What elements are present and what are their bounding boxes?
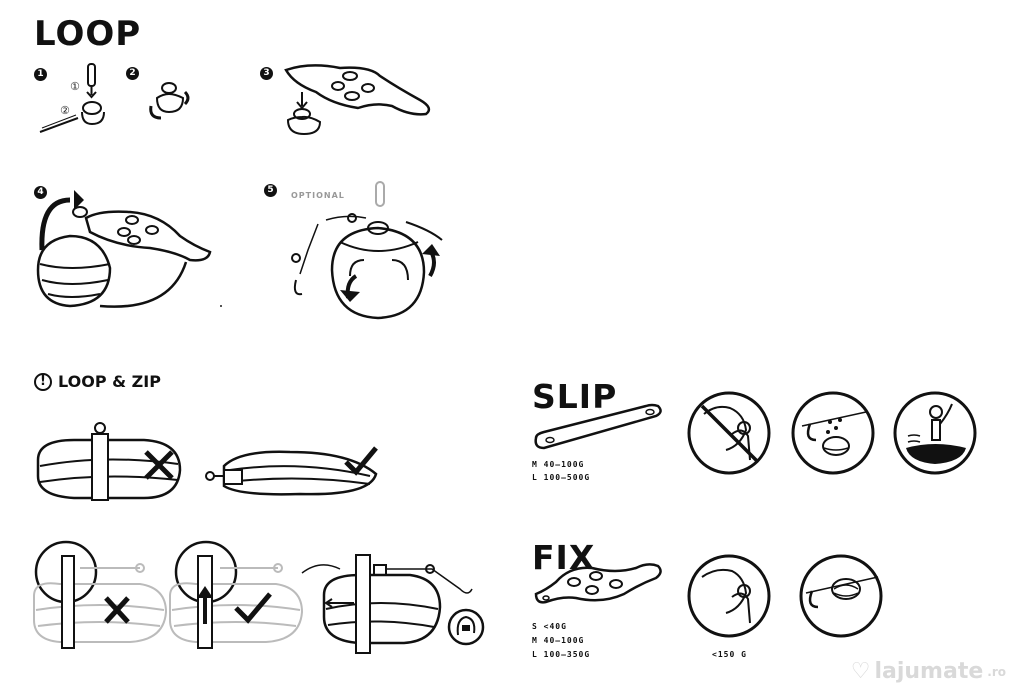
exclamation-icon: !	[34, 372, 52, 391]
zip-correct-illustration	[169, 540, 304, 649]
fix-title: FIX	[532, 538, 596, 577]
fix-hook-circle	[799, 554, 883, 638]
watermark-text: lajumate	[874, 659, 984, 684]
slip-fisherman-circle	[893, 391, 977, 475]
step-4-number: 4	[34, 186, 47, 199]
zip-wrong-illustration	[33, 540, 168, 649]
loop-zip-title-row: ! LOOP & ZIP	[34, 372, 161, 391]
dot-mark	[220, 305, 222, 307]
zip-rope-illustration	[301, 554, 485, 654]
step-5-number: 5	[264, 184, 277, 197]
optional-label: OPTIONAL	[291, 191, 345, 200]
watermark-suffix: .ro	[987, 664, 1006, 679]
step-5-illustration	[291, 181, 443, 320]
watermark: ♡ lajumate.ro	[851, 659, 1006, 684]
step-3-number: 3	[260, 67, 273, 80]
step-1-number: 1	[34, 68, 47, 81]
substep-2-label: ②	[60, 104, 71, 117]
step-2-number: 2	[126, 67, 139, 80]
fix-weight-s: S <40G	[532, 622, 567, 631]
slip-no-hand-circle	[687, 391, 771, 475]
loop-zip-wrong-illustration	[36, 422, 182, 501]
substep-1-label: ①	[70, 80, 81, 93]
fix-plate-illustration	[534, 563, 662, 604]
loop-zip-title: LOOP & ZIP	[58, 372, 161, 391]
slip-plate-illustration	[534, 403, 662, 450]
step-2-illustration	[149, 82, 190, 120]
slip-weight-l: L 100–500G	[532, 473, 591, 482]
loop-title: LOOP	[34, 14, 142, 54]
step-4-illustration	[36, 190, 212, 308]
loop-zip-correct-illustration	[205, 446, 378, 496]
fix-hand-circle	[687, 554, 771, 638]
fix-limit-label: <150 G	[712, 650, 747, 659]
slip-title: SLIP	[532, 377, 618, 416]
step-3-illustration	[284, 64, 431, 136]
fix-weight-m: M 40–100G	[532, 636, 585, 645]
slip-weight-m: M 40–100G	[532, 460, 585, 469]
fix-weight-l: L 100–350G	[532, 650, 591, 659]
slip-bait-circle	[791, 391, 875, 475]
step-1-illustration	[39, 63, 105, 133]
watermark-logo-icon: ♡	[850, 659, 871, 684]
